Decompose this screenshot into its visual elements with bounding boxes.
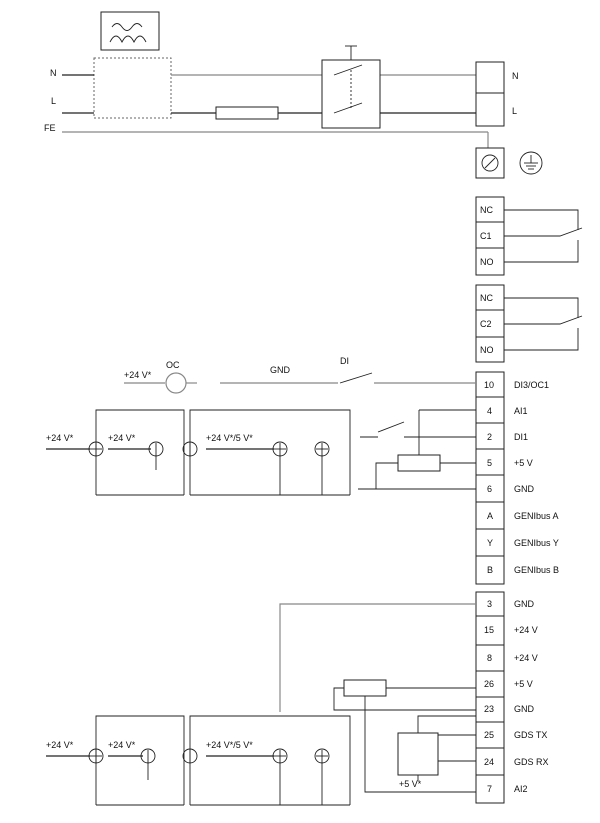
gds-5v-label: +5 V* bbox=[399, 779, 422, 789]
terminal-2-signal: DI1 bbox=[514, 432, 528, 442]
relay1-nc-label: NC bbox=[480, 205, 493, 215]
terminal-y-num: Y bbox=[487, 538, 493, 548]
terminal-n bbox=[475, 61, 505, 94]
relay1-no bbox=[475, 247, 505, 276]
terminal-25-signal: GDS TX bbox=[514, 730, 547, 740]
oc-label: OC bbox=[166, 360, 180, 370]
terminal-2-num: 2 bbox=[487, 432, 492, 442]
ground-icon bbox=[519, 151, 543, 175]
gnd-label: GND bbox=[270, 365, 291, 375]
sensor1-24v-label: +24 V* bbox=[46, 433, 74, 443]
sensor4-24v5v-label: +24 V*/5 V* bbox=[206, 433, 253, 443]
terminal-10-num: 10 bbox=[484, 380, 494, 390]
filter-hump-icon bbox=[109, 35, 147, 44]
terminal-n-label: N bbox=[512, 71, 519, 81]
terminal-23-num: 23 bbox=[484, 704, 494, 714]
di-label: DI bbox=[340, 356, 349, 366]
io-top-wiring: +24 V* OC GND DI +24 V* +24 V* +24 V*/5 … bbox=[46, 356, 476, 496]
terminal-4-signal: AI1 bbox=[514, 406, 528, 416]
relay2-nc bbox=[475, 284, 505, 311]
filter-wave-icon bbox=[111, 23, 143, 31]
relay-1: NC C1 NO bbox=[475, 196, 583, 276]
io-bottom-wiring: +24 V* +24 V* +24 V*/5 V* +5 V* bbox=[46, 603, 476, 806]
terminal-8-signal: +24 V bbox=[514, 653, 538, 663]
terminal-3-signal: GND bbox=[514, 599, 535, 609]
terminal-5-num: 5 bbox=[487, 458, 492, 468]
fuse bbox=[215, 106, 279, 120]
terminal-a-num: A bbox=[487, 511, 493, 521]
terminal-15-num: 15 bbox=[484, 625, 494, 635]
relay1-no-label: NO bbox=[480, 257, 494, 267]
relay2-nc-label: NC bbox=[480, 293, 493, 303]
terminal-l-label: L bbox=[512, 106, 517, 116]
terminal-10-signal: DI3/OC1 bbox=[514, 380, 549, 390]
terminal-26-num: 26 bbox=[484, 679, 494, 689]
mains-fe-label: FE bbox=[44, 123, 56, 133]
relay2-c-label: C2 bbox=[480, 319, 492, 329]
filter-symbol-box bbox=[100, 11, 160, 51]
potentiometer-1 bbox=[397, 454, 441, 472]
io-bottom-terminals: 3 15 8 26 23 25 24 7 GND +24 V +24 V +5 … bbox=[475, 591, 549, 804]
terminal-8-num: 8 bbox=[487, 653, 492, 663]
terminal-4-num: 4 bbox=[487, 406, 492, 416]
relay2-no-label: NO bbox=[480, 345, 494, 355]
terminal-24-num: 24 bbox=[484, 757, 494, 767]
terminal-6-signal: GND bbox=[514, 484, 535, 494]
terminal-y-signal: GENIbus Y bbox=[514, 538, 559, 548]
mains-section: N L FE N L bbox=[44, 11, 543, 179]
mains-l-label: L bbox=[51, 96, 56, 106]
terminal-26-signal: +5 V bbox=[514, 679, 533, 689]
relay2-no bbox=[475, 336, 505, 363]
terminal-7-signal: AI2 bbox=[514, 784, 528, 794]
potentiometer-2 bbox=[343, 679, 387, 697]
terminal-15-signal: +24 V bbox=[514, 625, 538, 635]
sensor9-24v5v-label: +24 V*/5 V* bbox=[206, 740, 253, 750]
io-top-terminals: 10 4 2 5 6 A Y B DI3/OC1 AI1 DI1 +5 V GN… bbox=[475, 371, 559, 585]
oc-load-icon bbox=[165, 372, 187, 394]
sensor6-24v-label: +24 V* bbox=[46, 740, 74, 750]
terminal-7-num: 7 bbox=[487, 784, 492, 794]
sensor2-24v-label: +24 V* bbox=[108, 433, 136, 443]
emc-filter-block bbox=[93, 57, 172, 119]
terminal-25-num: 25 bbox=[484, 730, 494, 740]
sensor7-24v-label: +24 V* bbox=[108, 740, 136, 750]
relay-2: NC C2 NO bbox=[475, 284, 583, 363]
gds-sensor-box bbox=[397, 732, 439, 776]
terminal-6-num: 6 bbox=[487, 484, 492, 494]
mains-n-label: N bbox=[50, 68, 57, 78]
oc-supply-label: +24 V* bbox=[124, 370, 152, 380]
relay1-nc bbox=[475, 196, 505, 223]
terminal-3-num: 3 bbox=[487, 599, 492, 609]
terminal-b-num: B bbox=[487, 565, 493, 575]
relay1-c-label: C1 bbox=[480, 231, 492, 241]
relay2-c bbox=[475, 309, 505, 338]
terminal-a-signal: GENIbus A bbox=[514, 511, 559, 521]
terminal-b-signal: GENIbus B bbox=[514, 565, 559, 575]
relay1-c bbox=[475, 221, 505, 249]
terminal-5-signal: +5 V bbox=[514, 458, 533, 468]
terminal-l bbox=[475, 92, 505, 127]
terminal-24-signal: GDS RX bbox=[514, 757, 549, 767]
terminal-23-signal: GND bbox=[514, 704, 535, 714]
